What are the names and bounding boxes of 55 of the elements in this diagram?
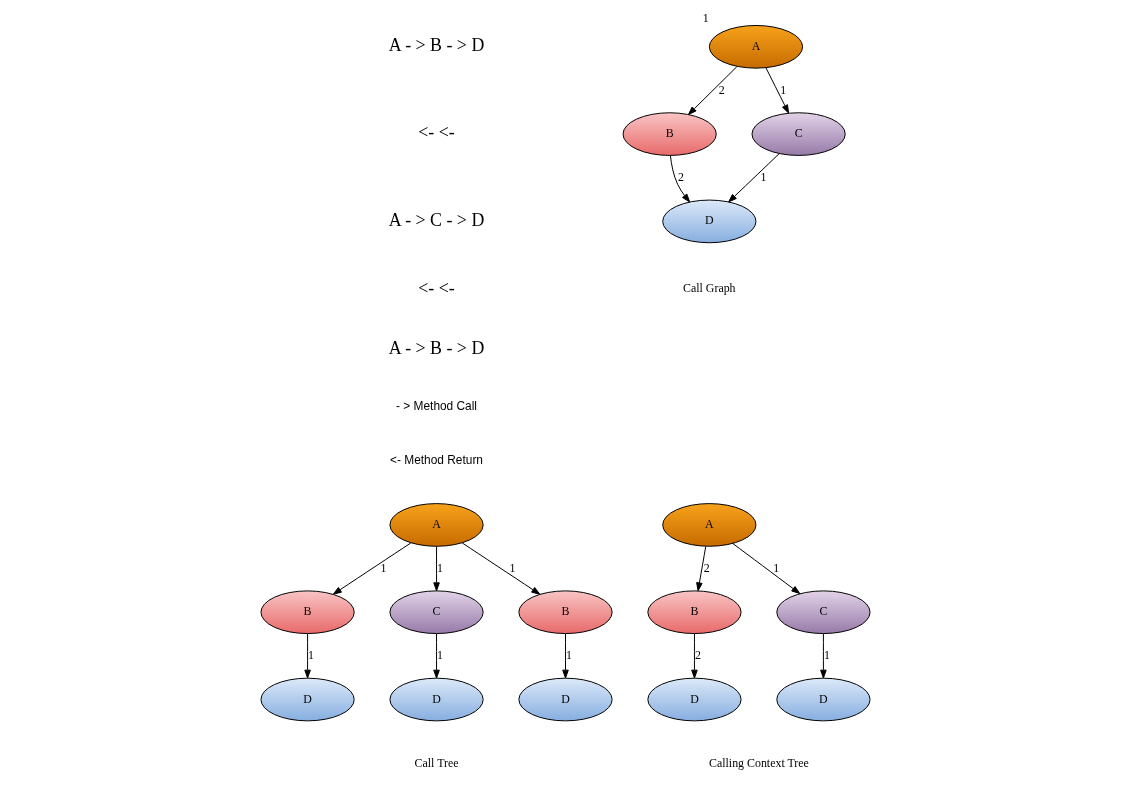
edge-label: 1 <box>823 647 830 662</box>
label: <- <- <box>417 122 455 143</box>
arrow <box>432 546 440 592</box>
node-ellipse: D <box>775 677 871 722</box>
arrow <box>695 546 706 592</box>
node-ellipse: C <box>775 590 871 635</box>
edge-label: 1 <box>759 169 766 184</box>
node-ellipse: A <box>661 503 756 547</box>
edge-label: 1 <box>772 560 779 575</box>
label: <- <- <box>417 277 455 298</box>
arrow <box>303 633 311 679</box>
arrow <box>727 153 780 203</box>
arrow <box>731 542 800 594</box>
edge-label: 2 <box>718 82 725 97</box>
edge-label: 1 <box>436 560 443 575</box>
node-ellipse: B <box>259 590 355 635</box>
edge-label: 2 <box>694 647 701 662</box>
node-ellipse: A <box>388 503 484 547</box>
edge-label: 1 <box>307 647 314 662</box>
arrow <box>819 633 827 679</box>
label: A - > B - > D <box>388 35 484 56</box>
label: Call Tree <box>414 756 459 771</box>
node-ellipse: B <box>622 112 717 156</box>
node-ellipse: D <box>517 677 613 722</box>
label: A - > B - > D <box>388 338 484 359</box>
node-ellipse: D <box>388 677 484 722</box>
arrow <box>687 66 737 115</box>
edge-label: 1 <box>565 647 572 662</box>
edge-label: 1 <box>436 647 443 662</box>
arrow <box>690 633 698 679</box>
arrow <box>669 154 690 203</box>
label: - > Method Call <box>395 398 477 413</box>
arrow <box>432 633 440 679</box>
node-ellipse: C <box>751 112 846 156</box>
edge-label: 1 <box>380 560 386 575</box>
arrow <box>561 633 569 679</box>
node-ellipse: B <box>517 590 613 635</box>
node-label: 1 <box>702 11 709 26</box>
label: Calling Context Tree <box>708 756 809 771</box>
edge-label: 1 <box>779 82 786 97</box>
label: Call Graph <box>682 281 736 296</box>
arrow <box>461 542 540 595</box>
arrow <box>765 67 789 114</box>
node-ellipse: C <box>388 590 484 635</box>
node-ellipse: D <box>259 677 355 722</box>
node-ellipse: A <box>708 25 803 69</box>
edge-label: 2 <box>703 560 710 575</box>
node-ellipse: D <box>646 677 742 722</box>
label: A - > C - > D <box>388 209 484 230</box>
node-ellipse: B <box>646 590 742 635</box>
label: <- Method Return <box>389 452 483 467</box>
edge-label: 2 <box>677 169 684 184</box>
arrow <box>332 542 411 595</box>
edge-label: 1 <box>508 560 515 575</box>
node-ellipse: D <box>661 199 756 244</box>
